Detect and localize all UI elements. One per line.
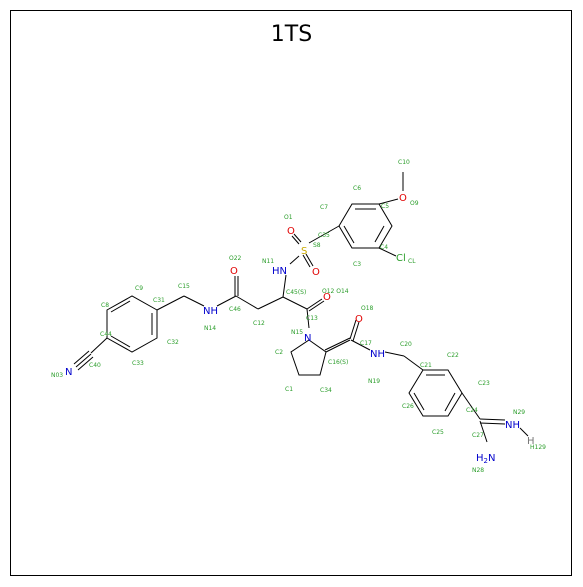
atom-nh-amide-1: NH	[203, 306, 218, 317]
label-c44: C44	[100, 331, 112, 338]
label-c7: C7	[320, 204, 328, 211]
label-c27: C27	[472, 432, 484, 439]
label-n28: N28	[472, 467, 484, 474]
label-o9: O9	[410, 200, 419, 207]
label-h129: H129	[530, 444, 546, 451]
atom-o-sulfonyl-1: O	[287, 226, 295, 237]
atom-cl: Cl	[396, 253, 406, 264]
label-o1: O1	[284, 214, 293, 221]
atom-s-sulfonyl: S	[301, 246, 307, 257]
label-o18: O18	[361, 305, 374, 312]
atom-n-pyrrolidine: N	[304, 333, 311, 344]
atom-hn-sulfonamide: HN	[272, 266, 287, 277]
atom-o-methoxy: O	[399, 193, 407, 204]
label-n29: N29	[513, 409, 525, 416]
label-c23: C23	[478, 380, 490, 387]
label-c8: C8	[101, 302, 109, 309]
label-c32: C32	[167, 339, 179, 346]
label-c10: C10	[398, 159, 410, 166]
label-c12: C12	[253, 320, 265, 327]
label-c4: C4	[380, 244, 388, 251]
label-n19: N19	[368, 378, 380, 385]
label-c24: C24	[466, 407, 478, 414]
label-c5: C5	[381, 203, 389, 210]
label-c13: C13	[306, 315, 318, 322]
atom-o-amide-2: O	[323, 292, 331, 303]
atom-h-amidine: H	[527, 436, 535, 447]
label-c20: C20	[400, 341, 412, 348]
label-c3: C3	[353, 261, 361, 268]
atom-symbols: O O S O Cl HN O O O NH N NH N NH H H2N	[65, 193, 535, 465]
label-n15: N15	[291, 329, 303, 336]
label-n11: N11	[262, 258, 274, 265]
label-c25: C25	[432, 429, 444, 436]
atom-nh-amidine: NH	[505, 420, 520, 431]
label-c31: C31	[153, 297, 165, 304]
label-cl: CL	[408, 258, 416, 265]
atom-h2n-amidine: H2N	[476, 453, 495, 465]
molecule-title: 1TS	[270, 22, 313, 47]
label-c1: C1	[285, 386, 293, 393]
label-c17: C17	[360, 340, 372, 347]
label-o12o14: O12 O14	[322, 288, 349, 295]
label-c35: C35	[318, 232, 330, 239]
label-c45s: C45(S)	[286, 289, 306, 296]
bond-lines	[73, 172, 529, 443]
label-c22: C22	[447, 352, 459, 359]
label-n03: N03	[51, 372, 63, 379]
atom-o-sulfonyl-2: O	[312, 267, 320, 278]
atom-o-amide-1: O	[230, 266, 238, 277]
label-c6: C6	[353, 185, 361, 192]
label-c16s: C16(S)	[328, 359, 348, 366]
label-c40: C40	[89, 362, 101, 369]
label-c46: C46	[229, 306, 241, 313]
label-c2: C2	[275, 349, 283, 356]
label-c26: C26	[402, 403, 414, 410]
label-s8: S8	[313, 242, 321, 249]
atom-n-nitrile: N	[65, 367, 72, 378]
label-n14: N14	[204, 325, 216, 332]
label-c34: C34	[320, 387, 332, 394]
atom-o-amide-3: O	[355, 314, 363, 325]
label-c15: C15	[178, 283, 190, 290]
label-c9: C9	[135, 285, 143, 292]
atom-nh-amide-2: NH	[370, 349, 385, 360]
atom-labels: C10 C6 C5 C7 O9 O1 C35 S8 C4 C3 CL O22 N…	[51, 159, 546, 474]
diagram-frame	[10, 10, 572, 576]
label-o22: O22	[229, 255, 242, 262]
label-c21: C21	[420, 362, 432, 369]
label-c33: C33	[132, 360, 144, 367]
